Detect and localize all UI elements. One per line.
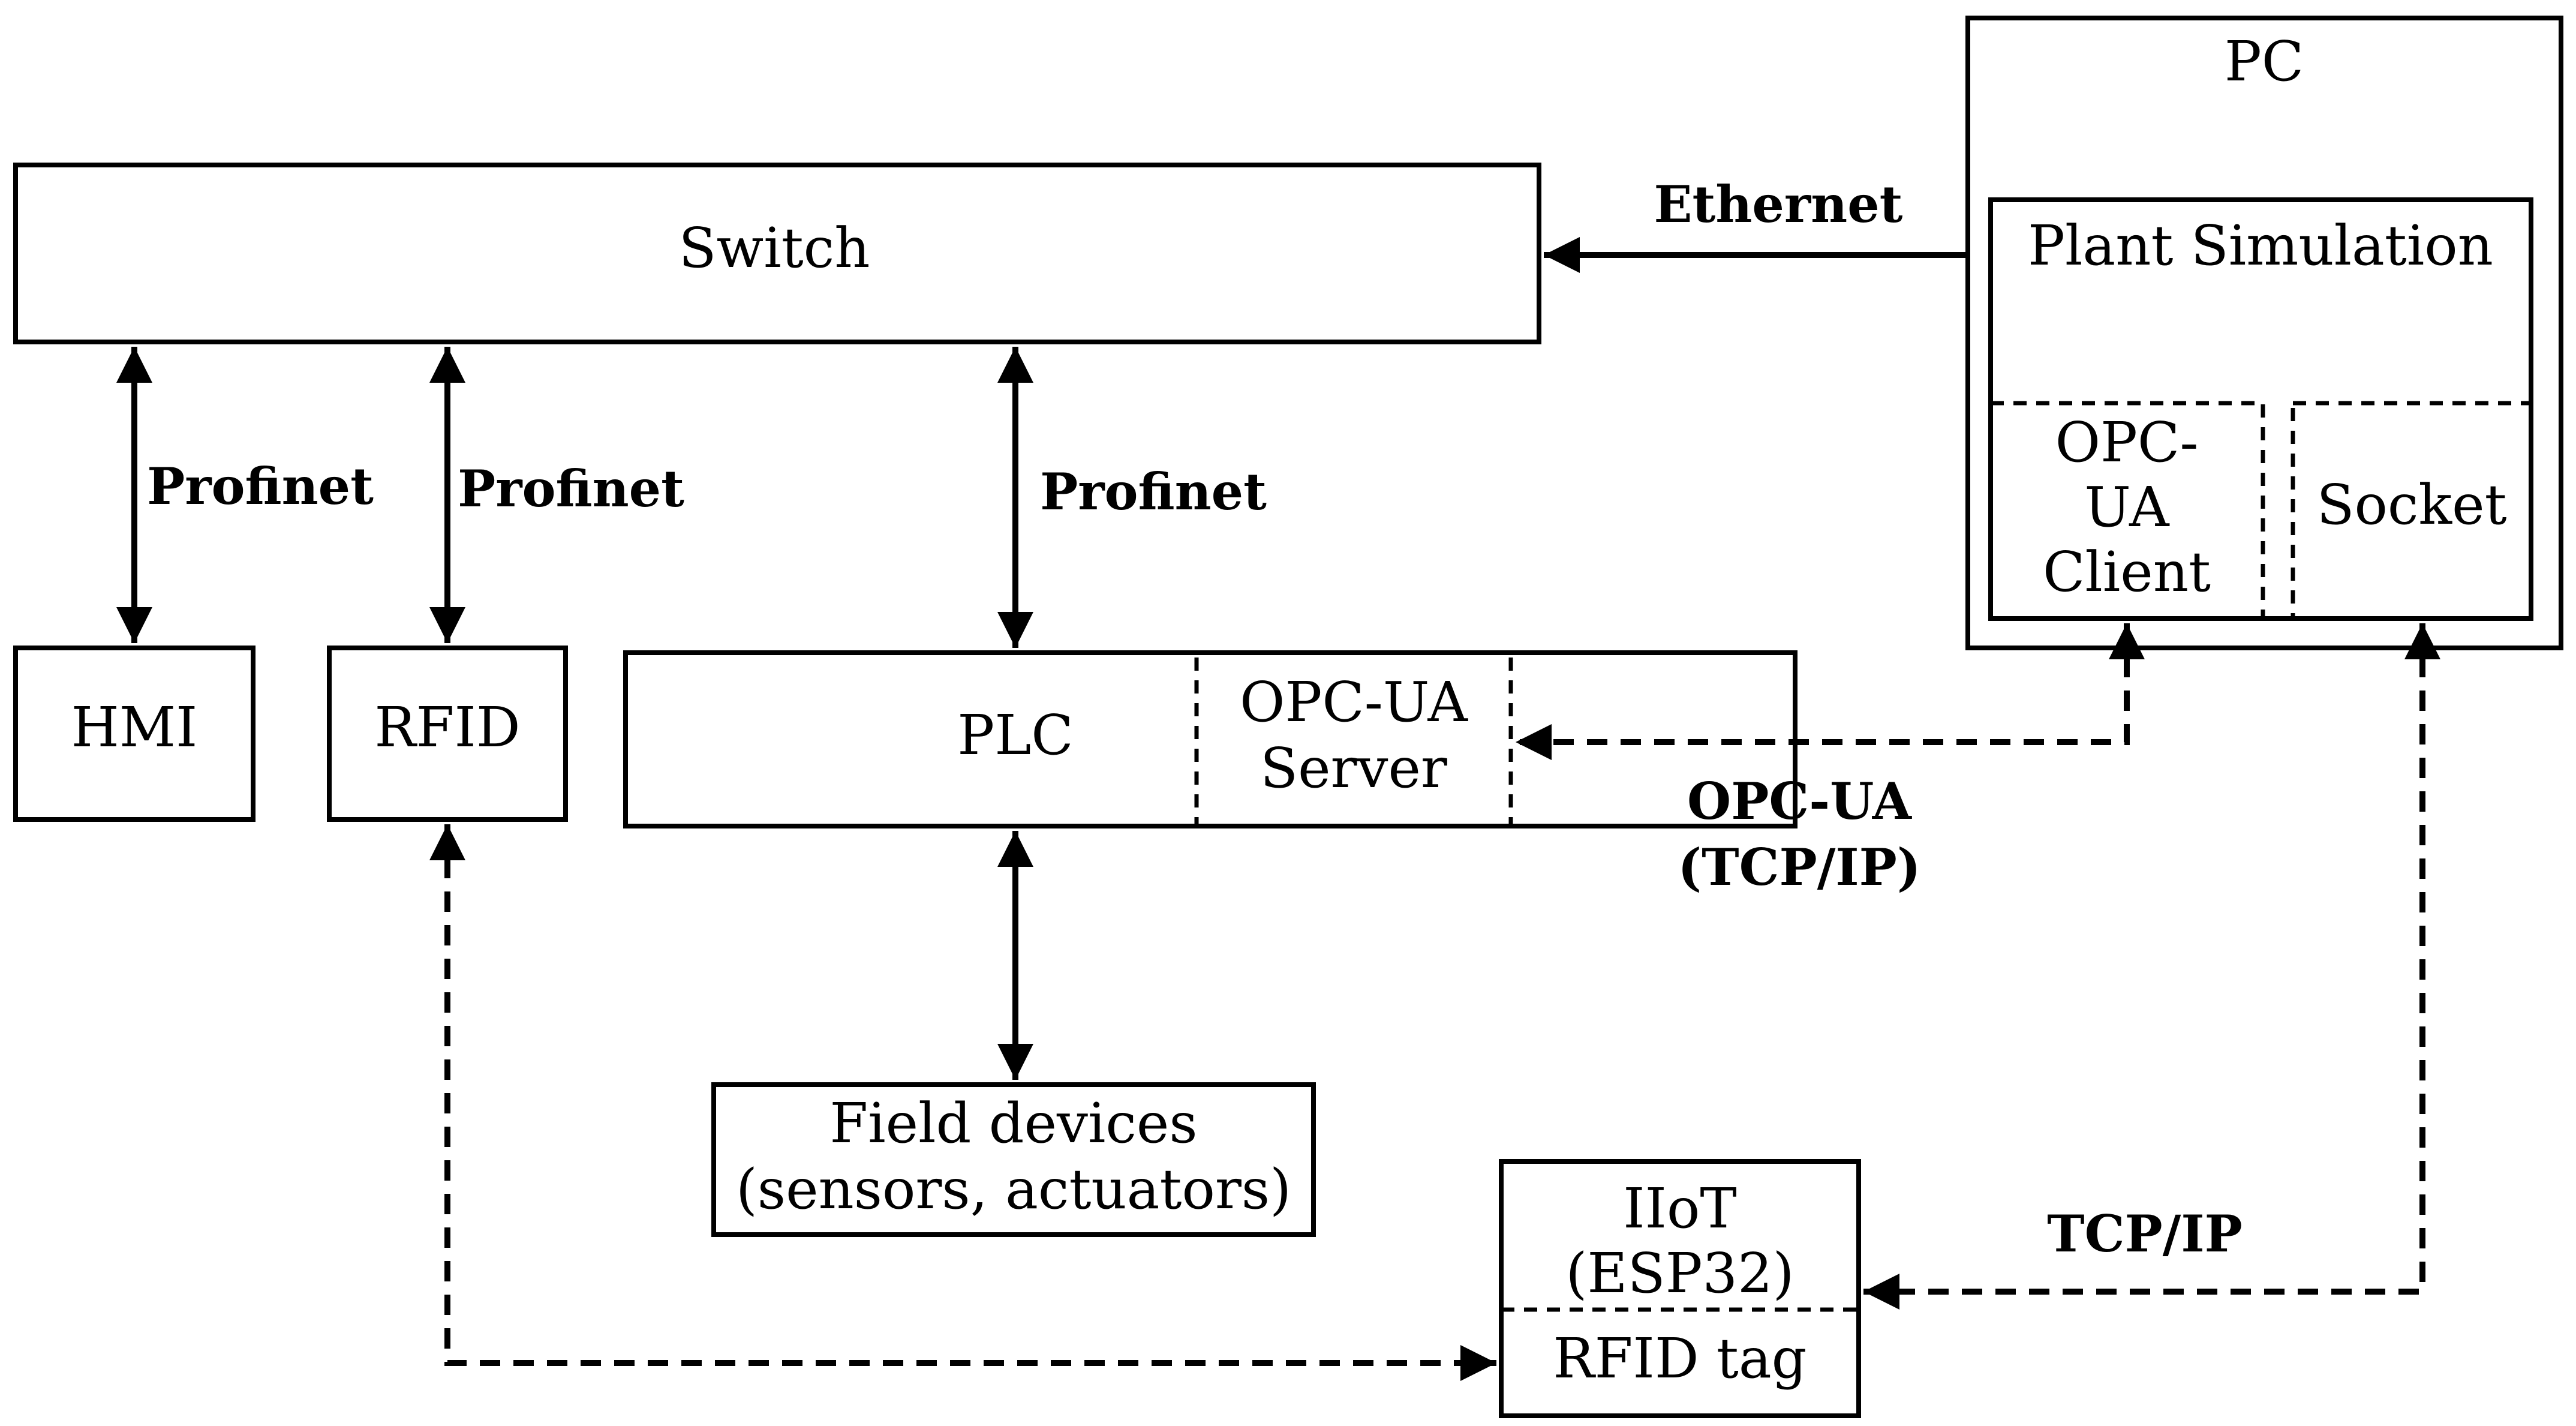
iiot-label-line-1: IIoT (1623, 1176, 1736, 1241)
opcua-server-node: OPC-UA Server (1194, 650, 1513, 828)
iiot-box (1499, 1159, 1861, 1418)
plant-simulation-label: Plant Simulation (2028, 214, 2493, 278)
opcua-server-label-line-2: Server (1260, 736, 1447, 800)
opcua-server-label-line-1: OPC-UA (1240, 670, 1469, 734)
tcpip-link-label: TCP/IP (2047, 1204, 2243, 1263)
opcua-client-box (1988, 401, 2265, 621)
opcua-link-label-line-1: OPC-UA (1687, 771, 1913, 831)
field-devices-node: Field devices (sensors, actuators) (711, 1082, 1316, 1237)
profinet-hmi-label: Profinet (147, 457, 374, 516)
opcua-client-label-line-2: UA (2084, 475, 2170, 539)
rfid-box (327, 646, 568, 822)
rfid-tag-node: RFID tag (1499, 1307, 1861, 1418)
opcua-client-label-line-3: Client (2043, 540, 2211, 604)
pc-label: PC (2225, 29, 2304, 94)
hmi-label: HMI (71, 695, 198, 759)
switch-box (13, 163, 1541, 344)
rfid-tag-link-arrow (429, 824, 1496, 1381)
field-devices-label-line-2: (sensors, actuators) (736, 1157, 1291, 1221)
hmi-box (13, 646, 256, 822)
hmi-node: HMI (13, 646, 256, 822)
tcpip-link-arrow (1863, 623, 2440, 1310)
socket-node: Socket (2291, 401, 2533, 621)
iiot-label-line-2: (ESP32) (1566, 1241, 1795, 1305)
rfid-tag-box (1499, 1307, 1861, 1418)
field-devices-label-line-1: Field devices (829, 1091, 1197, 1155)
plc-node: PLC (623, 650, 1798, 828)
profinet-plc-label: Profinet (1040, 462, 1267, 521)
iiot-node: IIoT (ESP32) (1499, 1159, 1861, 1418)
opcua-client-label-line-1: OPC- (2055, 410, 2199, 475)
ethernet-label: Ethernet (1654, 175, 1903, 234)
rfid-tag-label: RFID tag (1553, 1326, 1806, 1391)
socket-label: Socket (2316, 473, 2506, 537)
plc-label: PLC (957, 703, 1073, 767)
socket-box (2291, 401, 2533, 621)
rfid-node: RFID (327, 646, 568, 822)
profinet-rfid-label: Profinet (458, 459, 684, 518)
plc-box (623, 650, 1798, 828)
opcua-client-node: OPC- UA Client (1988, 401, 2265, 621)
switch-label: Switch (679, 216, 870, 280)
rfid-label: RFID (374, 695, 520, 759)
switch-node: Switch (13, 163, 1541, 344)
opcua-link-label-line-2: (TCP/IP) (1678, 837, 1920, 897)
